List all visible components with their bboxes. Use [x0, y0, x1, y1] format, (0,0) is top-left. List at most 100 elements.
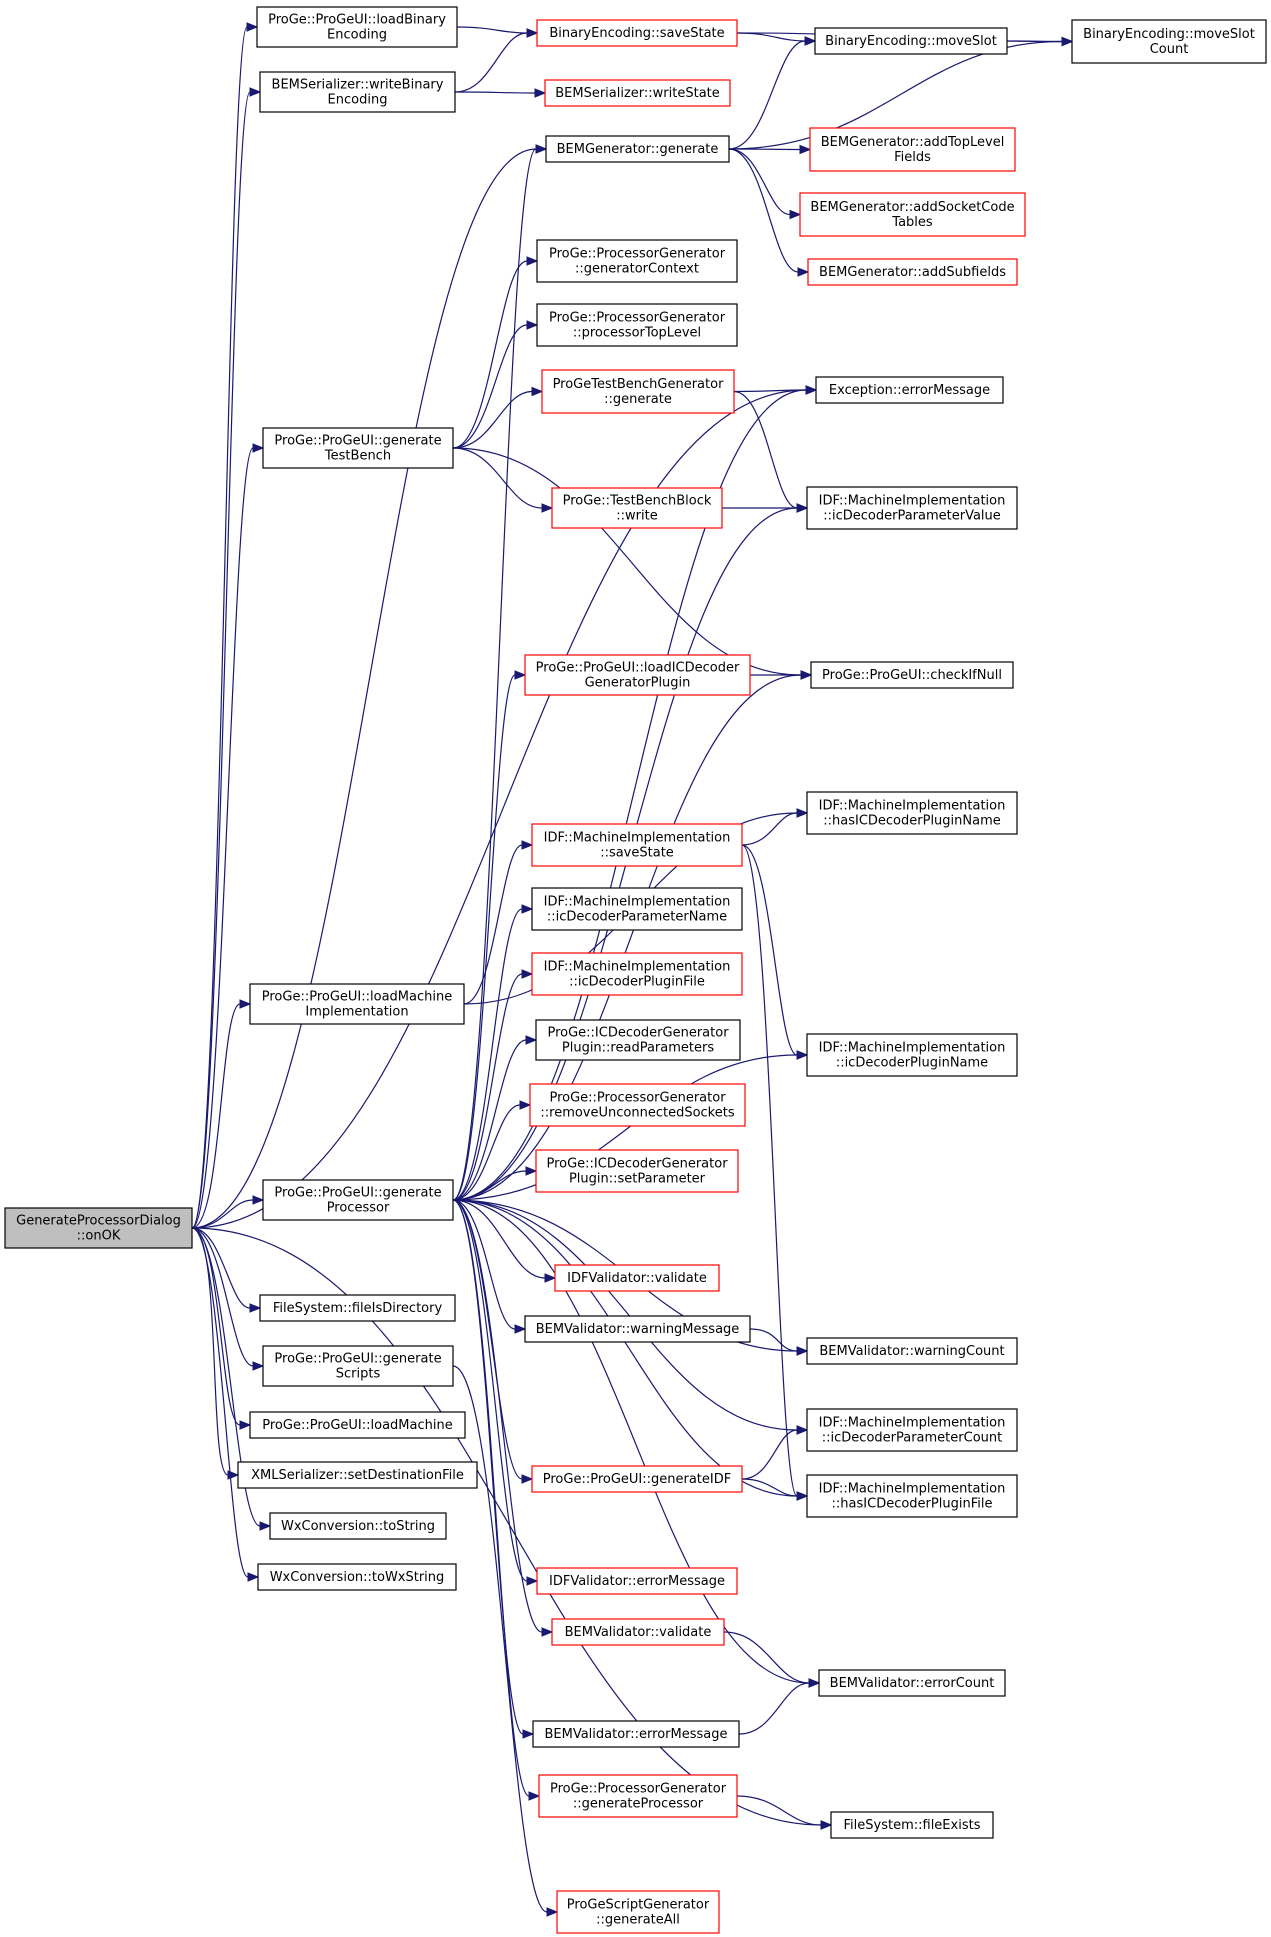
node-mi-ic-decoder-plugin-file[interactable]: IDF::MachineImplementation::icDecoderPlu…	[531, 952, 743, 996]
edge-arrowhead	[800, 670, 813, 680]
node-mi-ic-decoder-parameter-value[interactable]: IDF::MachineImplementation::icDecoderPar…	[806, 486, 1018, 530]
node-box	[807, 258, 1018, 286]
edge-proge-generate-test-bench-to-progetb-generate	[452, 386, 544, 449]
edge-line	[728, 40, 1063, 150]
node-mi-has-icdecoder-plugin-name[interactable]: IDF::MachineImplementation::hasICDecoder…	[806, 791, 1018, 835]
edge-line	[452, 324, 528, 449]
node-xmlserializer-set-destination-file[interactable]: XMLSerializer::setDestinationFile	[237, 1461, 478, 1489]
node-proge-generate-processor[interactable]: ProGe::ProGeUI::generateProcessor	[262, 1179, 454, 1221]
node-mi-ic-decoder-parameter-count[interactable]: IDF::MachineImplementation::icDecoderPar…	[806, 1408, 1018, 1452]
node-label-line: BinaryEncoding::saveState	[549, 26, 724, 41]
node-label-line: ::generateAll	[596, 1913, 680, 1928]
node-icdg-set-parameter[interactable]: ProGe::ICDecoderGeneratorPlugin::setPara…	[535, 1149, 739, 1193]
edge-proge-generate-processor-to-exception-error-message	[452, 385, 818, 1201]
node-box	[806, 1033, 1018, 1077]
node-box	[830, 1811, 994, 1839]
edge-line	[741, 844, 798, 1056]
edge-arrowhead	[808, 1678, 821, 1688]
node-box	[257, 1563, 457, 1591]
node-progetb-generate[interactable]: ProGeTestBenchGenerator::generate	[541, 369, 735, 414]
node-bemgenerator-generate[interactable]: BEMGenerator::generate	[545, 135, 730, 163]
node-filesystem-file-exists[interactable]: FileSystem::fileExists	[830, 1811, 994, 1839]
node-proge-load-machine[interactable]: ProGe::ProGeUI::loadMachine	[249, 1411, 466, 1439]
node-procgen-generator-context[interactable]: ProGe::ProcessorGenerator::generatorCont…	[536, 239, 738, 283]
node-bemvalidator-error-count[interactable]: BEMValidator::errorCount	[818, 1669, 1006, 1697]
node-procgen-generate-processor[interactable]: ProGe::ProcessorGenerator::generateProce…	[538, 1774, 738, 1818]
node-bemgenerator-add-subfields[interactable]: BEMGenerator::addSubfields	[807, 258, 1018, 286]
node-label-line: WxConversion::toWxString	[270, 1570, 445, 1585]
node-label-line: ProGe::ProGeUI::loadMachine	[262, 990, 452, 1005]
node-proge-check-if-null[interactable]: ProGe::ProGeUI::checkIfNull	[810, 661, 1014, 689]
node-proge-load-machine-implementation[interactable]: ProGe::ProGeUI::loadMachineImplementatio…	[249, 983, 465, 1025]
node-mi-has-icdecoder-plugin-file[interactable]: IDF::MachineImplementation::hasICDecoder…	[806, 1474, 1018, 1518]
edge-proge-load-binary-encoding-to-binaryencoding-save-state	[456, 26, 539, 38]
node-binaryencoding-move-slot[interactable]: BinaryEncoding::moveSlot	[814, 27, 1008, 55]
node-label-line: ProGe::ProGeUI::generate	[274, 1352, 441, 1367]
node-label-line: ::generatorContext	[575, 262, 699, 277]
node-filesystem-file-is-directory[interactable]: FileSystem::fileIsDirectory	[259, 1294, 456, 1322]
edge-arrowhead	[246, 22, 259, 32]
edge-arrowhead	[528, 1791, 541, 1801]
edge-line	[452, 1199, 543, 1633]
node-tbblock-write[interactable]: ProGe::TestBenchBlock::write	[551, 487, 723, 529]
node-wx-to-string[interactable]: WxConversion::toString	[269, 1512, 447, 1540]
node-label-line: BinaryEncoding::moveSlot	[1083, 27, 1255, 42]
node-proge-generate-idf[interactable]: ProGe::ProGeUI::generateIDF	[531, 1465, 743, 1493]
edge-line	[736, 1795, 822, 1826]
node-label-line: BEMValidator::errorMessage	[544, 1727, 727, 1742]
node-label-line: Exception::errorMessage	[829, 383, 990, 398]
node-box	[531, 1465, 743, 1493]
node-idfvalidator-error-message[interactable]: IDFValidator::errorMessage	[536, 1567, 738, 1595]
node-label-line: IDFValidator::validate	[567, 1271, 707, 1286]
node-box	[536, 1567, 738, 1595]
node-proge-load-icdecoder-generator-plugin[interactable]: ProGe::ProGeUI::loadICDecoderGeneratorPl…	[524, 654, 751, 696]
node-bemvalidator-warning-message[interactable]: BEMValidator::warningMessage	[524, 1315, 751, 1343]
node-bemvalidator-warning-count[interactable]: BEMValidator::warningCount	[806, 1337, 1018, 1365]
node-label-line: IDF::MachineImplementation	[544, 895, 731, 910]
edge-bemgenerator-generate-to-binaryencoding-move-slot	[728, 36, 817, 150]
node-bemvalidator-validate[interactable]: BEMValidator::validate	[551, 1618, 725, 1646]
edge-arrowhead	[799, 144, 812, 155]
edge-line	[452, 1199, 516, 1330]
edge-proge-generate-processor-to-procgen-generate-processor	[452, 1199, 541, 1801]
node-icdg-read-parameters[interactable]: ProGe::ICDecoderGeneratorPlugin::readPar…	[535, 1019, 741, 1061]
node-label-line: IDF::MachineImplementation	[819, 1041, 1006, 1056]
node-procgen-remove-unconnected-sockets[interactable]: ProGe::ProcessorGenerator::removeUnconne…	[529, 1083, 746, 1127]
node-exception-error-message[interactable]: Exception::errorMessage	[815, 376, 1004, 404]
edge-on-ok-to-proge-load-machine-implementation	[191, 999, 252, 1229]
edge-arrowhead	[796, 808, 809, 818]
node-bemserializer-write-state[interactable]: BEMSerializer::writeState	[544, 79, 731, 107]
edge-proge-generate-test-bench-to-procgen-processor-top-level	[452, 320, 539, 449]
node-label-line: TestBench	[324, 449, 391, 464]
node-mi-save-state[interactable]: IDF::MachineImplementation::saveState	[531, 823, 743, 867]
node-label-line: ProGeTestBenchGenerator	[553, 377, 725, 392]
node-box	[806, 1474, 1018, 1518]
edge-line	[191, 91, 251, 1229]
node-mi-ic-decoder-parameter-name[interactable]: IDF::MachineImplementation::icDecoderPar…	[531, 887, 743, 931]
node-label-line: IDFValidator::errorMessage	[549, 1574, 725, 1589]
node-binaryencoding-save-state[interactable]: BinaryEncoding::saveState	[536, 19, 738, 47]
node-wx-to-wx-string[interactable]: WxConversion::toWxString	[257, 1563, 457, 1591]
node-label-line: ::saveState	[600, 846, 674, 861]
node-label-line: ProGe::TestBenchBlock	[563, 494, 712, 509]
node-scriptgen-generate-all[interactable]: ProGeScriptGenerator::generateAll	[556, 1890, 720, 1934]
node-on-ok[interactable]: GenerateProcessorDialog::onOK	[4, 1207, 193, 1249]
edge-proge-generate-processor-to-bemgenerator-generate	[452, 144, 548, 1201]
node-mi-ic-decoder-plugin-name[interactable]: IDF::MachineImplementation::icDecoderPlu…	[806, 1033, 1018, 1077]
node-idfvalidator-validate[interactable]: IDFValidator::validate	[554, 1264, 720, 1292]
edge-line	[728, 148, 799, 273]
node-procgen-processor-top-level[interactable]: ProGe::ProcessorGenerator::processorTopL…	[536, 303, 738, 347]
edge-bemvalidator-validate-to-bemvalidator-error-count	[723, 1631, 821, 1688]
edge-on-ok-to-bemserializer-write-binary-encoding	[191, 87, 262, 1229]
edge-on-ok-to-filesystem-file-is-directory	[191, 1227, 262, 1313]
edge-on-ok-to-proge-generate-processor	[191, 1195, 265, 1229]
node-bemvalidator-error-message[interactable]: BEMValidator::errorMessage	[532, 1720, 740, 1748]
node-label-line: BinaryEncoding::moveSlot	[825, 34, 997, 49]
